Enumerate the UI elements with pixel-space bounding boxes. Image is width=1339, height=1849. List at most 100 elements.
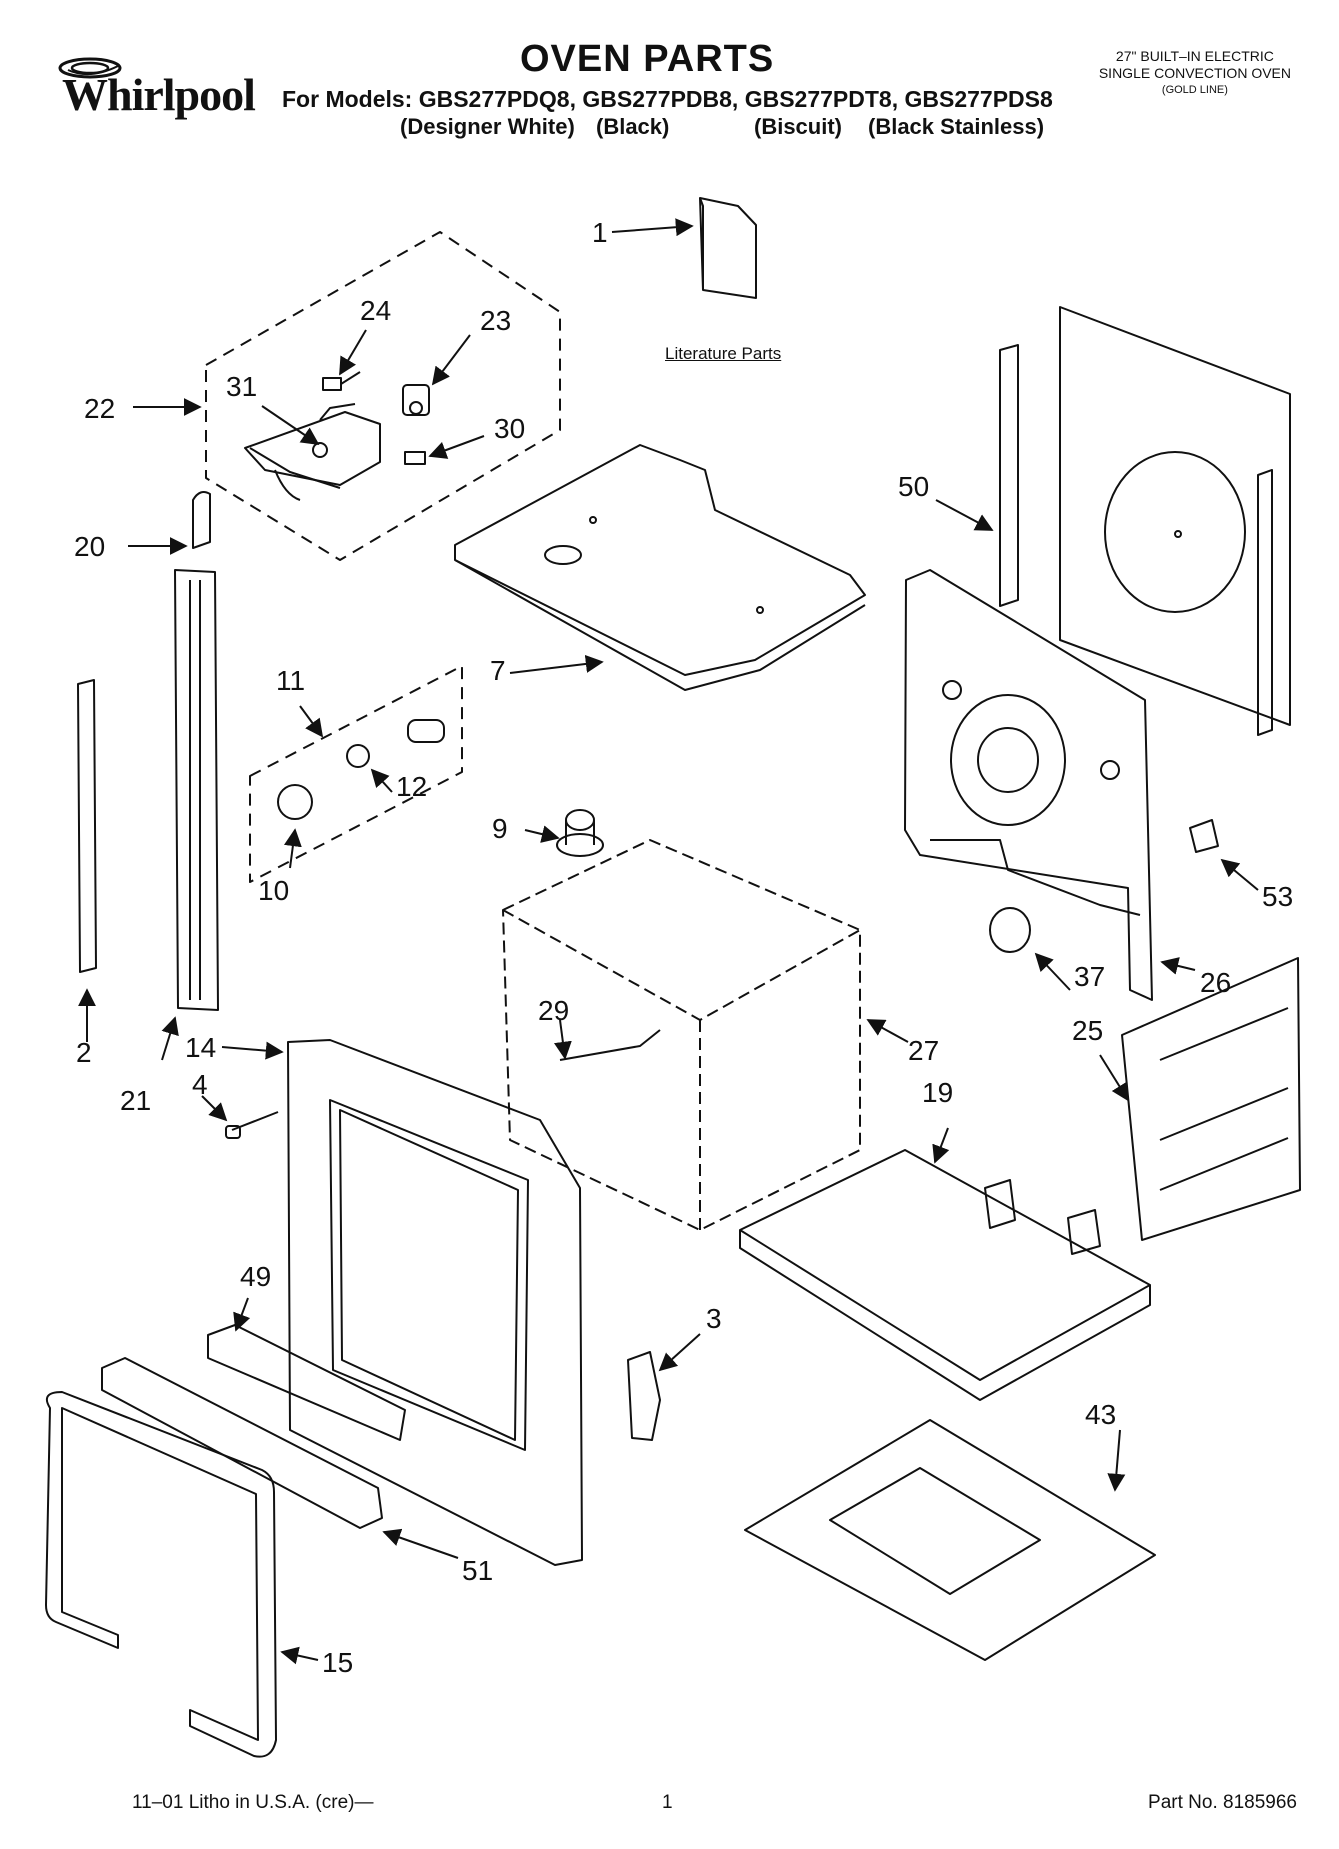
part-7-top-panel: [454, 444, 866, 691]
part-25-side-panel: [1121, 957, 1301, 1241]
part-20-cover: [192, 491, 211, 549]
leader-29: [553, 1019, 572, 1060]
part-27-oven-cavity: [502, 839, 861, 1231]
callout-3: 3: [706, 1303, 722, 1334]
page-number: 1: [662, 1792, 673, 1813]
brand-name: Whirlpool: [62, 69, 256, 120]
leader-14: [221, 1041, 284, 1060]
product-line-1: 27" BUILT–IN ELECTRIC: [1115, 48, 1274, 64]
callout-29: 29: [538, 995, 569, 1026]
leader-50: [935, 499, 994, 531]
model-variants: (Designer White) (Black) (Biscuit) (Black S…: [400, 116, 1044, 138]
part-49-vent: [207, 1324, 406, 1441]
leader-4: [201, 1095, 228, 1122]
leader-43: [1107, 1429, 1126, 1492]
leader-23: [431, 334, 471, 386]
callout-1: 1: [592, 217, 608, 248]
leader-25: [1099, 1054, 1129, 1102]
leader-19: [932, 1127, 950, 1164]
leader-21: [161, 1016, 179, 1061]
footer-litho: 11–01 Litho in U.S.A. (cre)—: [132, 1792, 374, 1813]
part-9-element-mount: [556, 809, 604, 857]
part-50-rear-panel: [999, 306, 1291, 736]
callout-11: 11: [276, 665, 305, 696]
part-29-sensor: [559, 1029, 661, 1061]
callout-49: 49: [240, 1261, 271, 1292]
callout-37: 37: [1074, 961, 1105, 992]
leader-3: [658, 1333, 701, 1372]
variant-black: (Black): [596, 114, 670, 139]
callout-31: 31: [226, 371, 257, 402]
callout-24: 24: [360, 295, 391, 326]
part-10-lens: [277, 784, 313, 820]
callout-14: 14: [185, 1032, 216, 1063]
part-1-literature: [699, 197, 757, 299]
leader-26: [1160, 957, 1196, 975]
leader-27: [866, 1019, 909, 1043]
callout-30: 30: [494, 413, 525, 444]
part-53-bracket: [1189, 819, 1219, 853]
variant-biscuit: (Biscuit): [754, 114, 842, 139]
callout-12: 12: [396, 771, 427, 802]
callout-50: 50: [898, 471, 929, 502]
part-19-bottom-tray: [739, 1149, 1151, 1401]
callout-23: 23: [480, 305, 511, 336]
part-11-light-group: [249, 665, 463, 883]
callout-51: 51: [462, 1555, 493, 1586]
part-24-switch: [322, 371, 361, 391]
literature-parts-label: Literature Parts: [665, 344, 782, 363]
callout-15: 15: [322, 1647, 353, 1678]
part-12-bulb: [346, 744, 370, 768]
leader-37: [1034, 952, 1071, 991]
part-21-side-trim: [174, 569, 219, 1011]
part-number: Part No. 8185966: [1148, 1792, 1297, 1813]
callout-9: 9: [492, 813, 508, 844]
callout-27: 27: [908, 1035, 939, 1066]
part-23-relay: [402, 384, 430, 416]
leader-11: [299, 705, 324, 738]
product-description: 27" BUILT–IN ELECTRIC SINGLE CONVECTION …: [1099, 48, 1291, 99]
leader-53: [1220, 858, 1259, 891]
product-line-2: SINGLE CONVECTION OVEN: [1098, 65, 1291, 81]
callout-21: 21: [120, 1085, 151, 1116]
callout-53: 53: [1262, 881, 1293, 912]
callout-22: 22: [84, 393, 115, 424]
product-line-3: (GOLD LINE): [1161, 84, 1228, 96]
leader-15: [280, 1646, 319, 1665]
leader-10: [283, 828, 302, 869]
callout-4: 4: [192, 1069, 208, 1100]
callout-7: 7: [490, 655, 506, 686]
leader-9: [524, 825, 560, 843]
part-51-trim: [101, 1357, 383, 1529]
leader-12: [370, 768, 393, 793]
part-31-bracket: [244, 403, 381, 501]
page-title: OVEN PARTS: [520, 38, 775, 80]
leader-7: [509, 654, 604, 674]
part-2-strip: [77, 679, 97, 973]
callout-20: 20: [74, 531, 105, 562]
callout-19: 19: [922, 1077, 953, 1108]
leader-31: [261, 405, 320, 446]
part-30-connector: [404, 451, 426, 465]
part-3-hinge: [627, 1351, 661, 1441]
part-22-control-group: [205, 231, 561, 561]
whirlpool-logo: [58, 57, 122, 79]
leader-51: [382, 1528, 459, 1559]
part-15-gasket: [45, 1391, 277, 1758]
light-socket: [407, 719, 445, 743]
part-37-thermal: [989, 907, 1031, 953]
callout-25: 25: [1072, 1015, 1103, 1046]
variant-black-stainless: (Black Stainless): [868, 114, 1045, 139]
leader-24: [339, 329, 367, 376]
callout-2: 2: [76, 1037, 92, 1068]
part-14-front-frame: [287, 1039, 583, 1566]
models-line: For Models: GBS277PDQ8, GBS277PDB8, GBS2…: [282, 86, 1053, 112]
callout-26: 26: [1200, 967, 1231, 998]
variant-designer-white: (Designer White): [400, 114, 575, 139]
leader-49: [233, 1297, 251, 1332]
part-4-screw: [225, 1111, 279, 1139]
part-26-fan-panel: [904, 569, 1153, 1001]
leader-30: [428, 435, 485, 459]
leader-1: [611, 218, 694, 237]
